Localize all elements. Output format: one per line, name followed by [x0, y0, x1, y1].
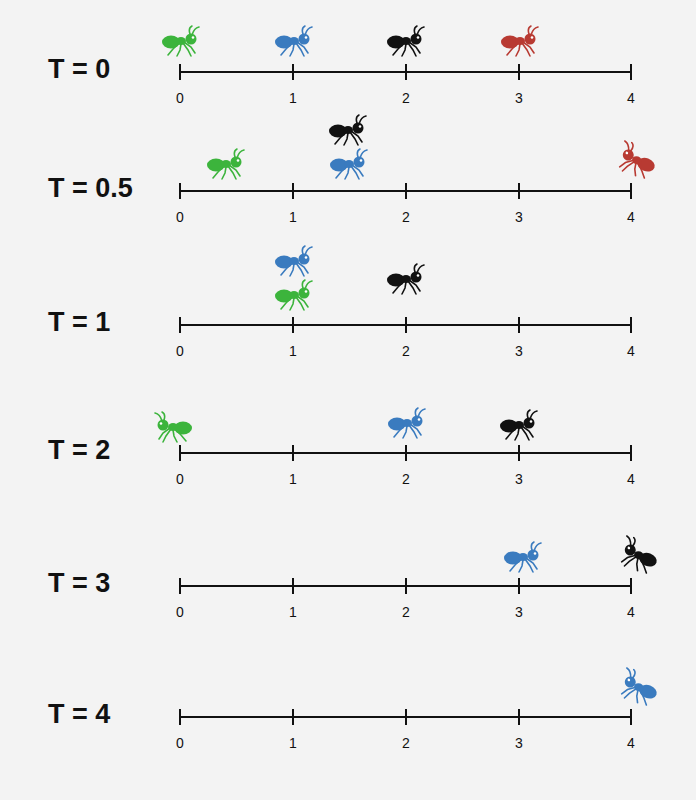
axis-number: 1 — [289, 735, 297, 751]
time-label: T = 2 — [48, 435, 110, 466]
tick-mark — [630, 64, 632, 80]
axis-number: 1 — [289, 604, 297, 620]
tick-mark — [179, 445, 181, 461]
tick-mark — [179, 183, 181, 199]
ant — [500, 410, 537, 440]
axis-number: 4 — [627, 604, 635, 620]
tick-mark — [179, 709, 181, 725]
axis-number: 4 — [627, 471, 635, 487]
axis-number: 0 — [176, 735, 184, 751]
tick-mark — [518, 445, 520, 461]
ant — [615, 140, 660, 181]
tick-mark — [292, 445, 294, 461]
ant — [501, 26, 538, 56]
axis-number: 3 — [515, 604, 523, 620]
axis-number: 2 — [402, 209, 410, 225]
tick-mark — [630, 445, 632, 461]
axis-number: 3 — [515, 90, 523, 106]
tick-mark — [405, 709, 407, 725]
tick-mark — [292, 64, 294, 80]
tick-mark — [179, 578, 181, 594]
ant — [387, 264, 424, 294]
axis-number: 1 — [289, 209, 297, 225]
tick-mark — [405, 317, 407, 333]
tick-mark — [292, 183, 294, 199]
axis-number: 4 — [627, 735, 635, 751]
axis-number: 1 — [289, 90, 297, 106]
axis-number: 2 — [402, 90, 410, 106]
axis-number: 4 — [627, 90, 635, 106]
tick-mark — [405, 445, 407, 461]
tick-mark — [179, 317, 181, 333]
ant — [387, 26, 424, 56]
tick-mark — [292, 709, 294, 725]
axis-number: 0 — [176, 604, 184, 620]
axis-number: 3 — [515, 209, 523, 225]
axis-number: 0 — [176, 343, 184, 359]
tick-mark — [292, 317, 294, 333]
tick-mark — [518, 64, 520, 80]
time-label: T = 3 — [48, 568, 110, 599]
tick-mark — [405, 183, 407, 199]
ant — [162, 26, 199, 56]
axis-number: 3 — [515, 735, 523, 751]
ant — [155, 412, 192, 442]
ant — [207, 149, 244, 179]
axis-number: 2 — [402, 471, 410, 487]
axis-number: 4 — [627, 343, 635, 359]
tick-mark — [405, 578, 407, 594]
ant — [329, 115, 366, 145]
tick-mark — [630, 709, 632, 725]
axis-number: 2 — [402, 604, 410, 620]
tick-mark — [630, 578, 632, 594]
axis-number: 4 — [627, 209, 635, 225]
axis-number: 3 — [515, 343, 523, 359]
ant — [504, 542, 541, 572]
tick-mark — [179, 64, 181, 80]
tick-mark — [518, 578, 520, 594]
ant — [388, 408, 425, 438]
axis-number: 0 — [176, 209, 184, 225]
axis-number: 1 — [289, 471, 297, 487]
axis-number: 0 — [176, 471, 184, 487]
ant — [617, 667, 662, 708]
time-label: T = 4 — [48, 699, 110, 730]
axis-number: 1 — [289, 343, 297, 359]
ant — [275, 246, 312, 276]
number-lines — [180, 64, 631, 725]
axis-number: 2 — [402, 735, 410, 751]
ant — [617, 535, 662, 576]
ant — [330, 149, 367, 179]
tick-mark — [518, 709, 520, 725]
axis-number: 3 — [515, 471, 523, 487]
tick-mark — [630, 317, 632, 333]
ant — [275, 280, 312, 310]
tick-mark — [518, 183, 520, 199]
tick-mark — [630, 183, 632, 199]
tick-mark — [405, 64, 407, 80]
time-label: T = 0.5 — [48, 173, 133, 204]
tick-mark — [292, 578, 294, 594]
ant — [275, 26, 312, 56]
axis-number: 2 — [402, 343, 410, 359]
axis-number: 0 — [176, 90, 184, 106]
time-label: T = 0 — [48, 54, 110, 85]
tick-mark — [518, 317, 520, 333]
time-label: T = 1 — [48, 307, 110, 338]
